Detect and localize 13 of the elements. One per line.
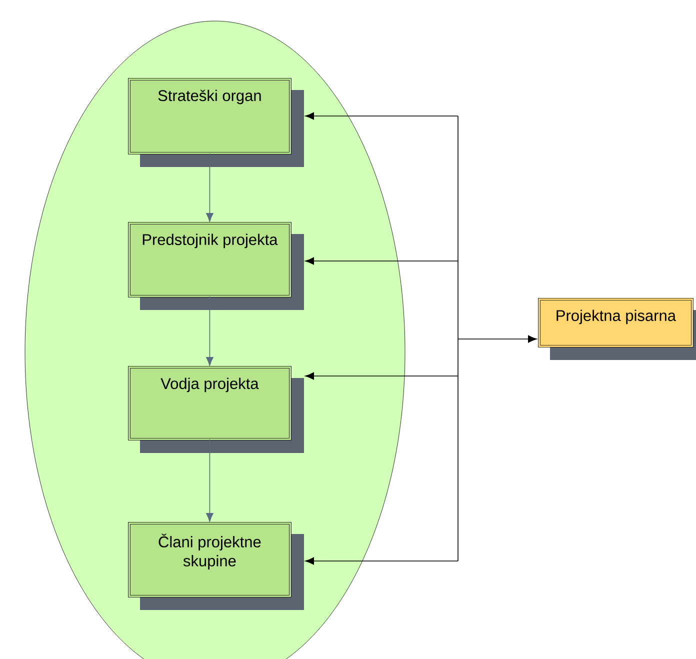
arrow-trunk — [458, 116, 537, 562]
arrow — [305, 372, 458, 380]
role-box: Predstojnik projekta — [128, 222, 304, 310]
office-box: Projektna pisarna — [538, 298, 696, 360]
arrow — [206, 439, 214, 522]
arrow — [206, 153, 214, 222]
arrow — [305, 112, 458, 120]
arrow — [305, 257, 458, 265]
role-box: Člani projektne skupine — [128, 522, 304, 610]
role-box: Vodja projekta — [128, 366, 304, 453]
arrow — [206, 296, 214, 366]
role-box: Strateški organ — [128, 78, 304, 167]
arrow — [305, 557, 458, 565]
